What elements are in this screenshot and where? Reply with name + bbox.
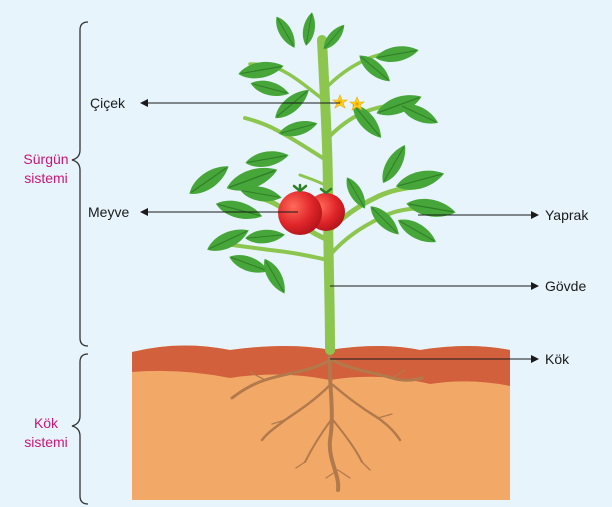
root-label: Kök (545, 351, 570, 367)
root-system-brace (71, 353, 89, 505)
stem-label: Gövde (545, 278, 587, 294)
shoot-system-label: Sürgün sistemi (16, 150, 76, 188)
root-system-line-2: sistemi (24, 434, 68, 450)
root-system-line-1: Kök (33, 415, 59, 431)
fruit-label: Meyve (88, 204, 130, 220)
roots (230, 348, 424, 492)
shoot-system-line-2: sistemi (24, 170, 68, 186)
leaf-label: Yaprak (545, 207, 589, 223)
flower-label: Çiçek (90, 95, 126, 111)
flowers (332, 94, 365, 111)
root-system-label: Kök sistemi (16, 414, 76, 452)
soil (132, 345, 510, 500)
pointer-arrows (140, 99, 539, 363)
shoot-system-brace (71, 21, 89, 347)
shoot-system-line-1: Sürgün (23, 151, 69, 167)
tomatoes (278, 183, 345, 235)
